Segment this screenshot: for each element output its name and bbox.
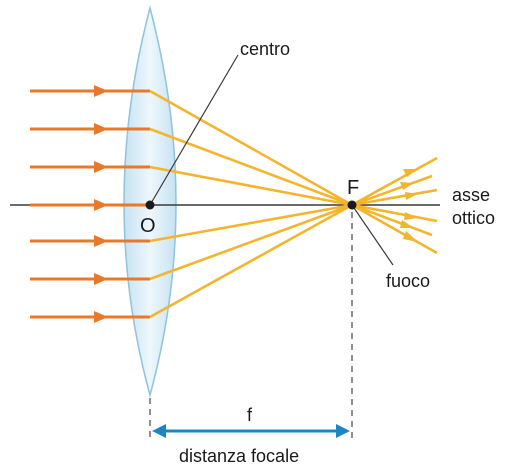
incoming-rays	[30, 85, 150, 323]
origin-label: O	[140, 215, 156, 237]
refracted-ray	[149, 127, 433, 237]
centro-label: centro	[240, 39, 290, 59]
focal-distance-arrow	[152, 424, 350, 438]
axis-label-asse: asse	[452, 185, 490, 205]
refracted-ray	[149, 165, 438, 223]
focal-length-symbol: f	[247, 405, 253, 425]
incoming-ray	[30, 273, 150, 285]
incoming-ray	[30, 199, 150, 211]
fuoco-label: fuoco	[386, 271, 430, 291]
center-point	[145, 200, 155, 210]
axis-label-ottico: ottico	[452, 208, 495, 228]
incoming-ray	[30, 235, 150, 247]
incoming-ray	[30, 311, 150, 323]
fuoco-pointer-line	[351, 204, 394, 266]
incoming-ray	[30, 85, 150, 97]
focus-letter-label: F	[347, 177, 359, 199]
incoming-ray	[30, 123, 150, 135]
refracted-ray	[149, 188, 438, 243]
centro-pointer-line	[149, 54, 239, 206]
incoming-ray	[30, 161, 150, 173]
focal-point	[347, 200, 357, 210]
refracted-ray	[149, 89, 438, 255]
focal-distance-label: distanza focale	[179, 446, 299, 466]
refracted-ray-arrowheads	[400, 169, 418, 242]
